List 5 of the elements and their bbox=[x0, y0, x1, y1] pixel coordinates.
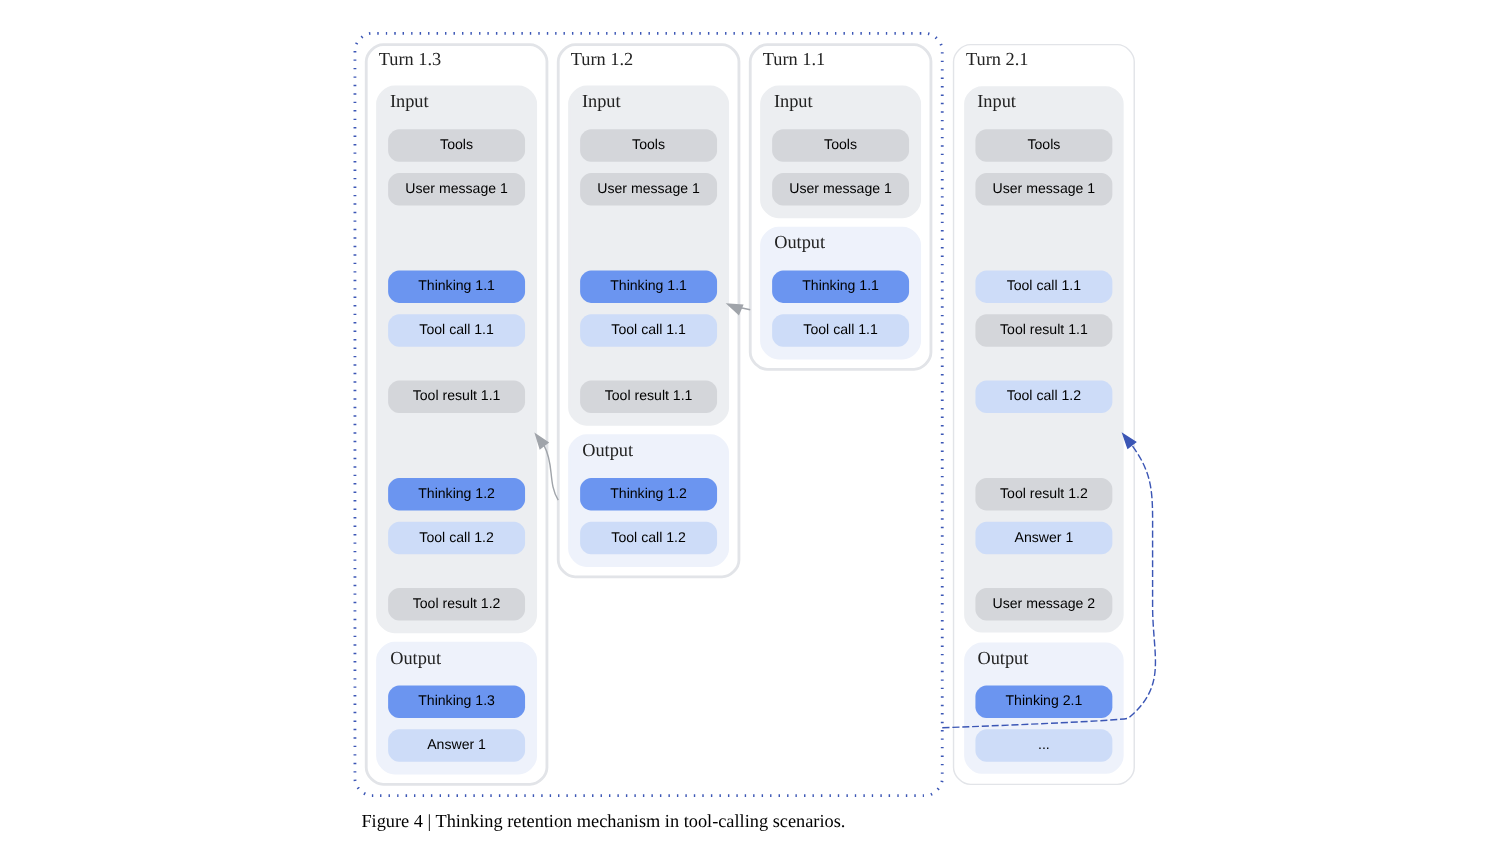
arrow bbox=[534, 432, 559, 501]
caption: Figure 4 | Thinking retention mechanism in tool-calling scenarios. bbox=[361, 811, 846, 832]
arrow bbox=[941, 432, 1157, 729]
arrow bbox=[725, 303, 751, 316]
cluster bbox=[353, 31, 944, 798]
